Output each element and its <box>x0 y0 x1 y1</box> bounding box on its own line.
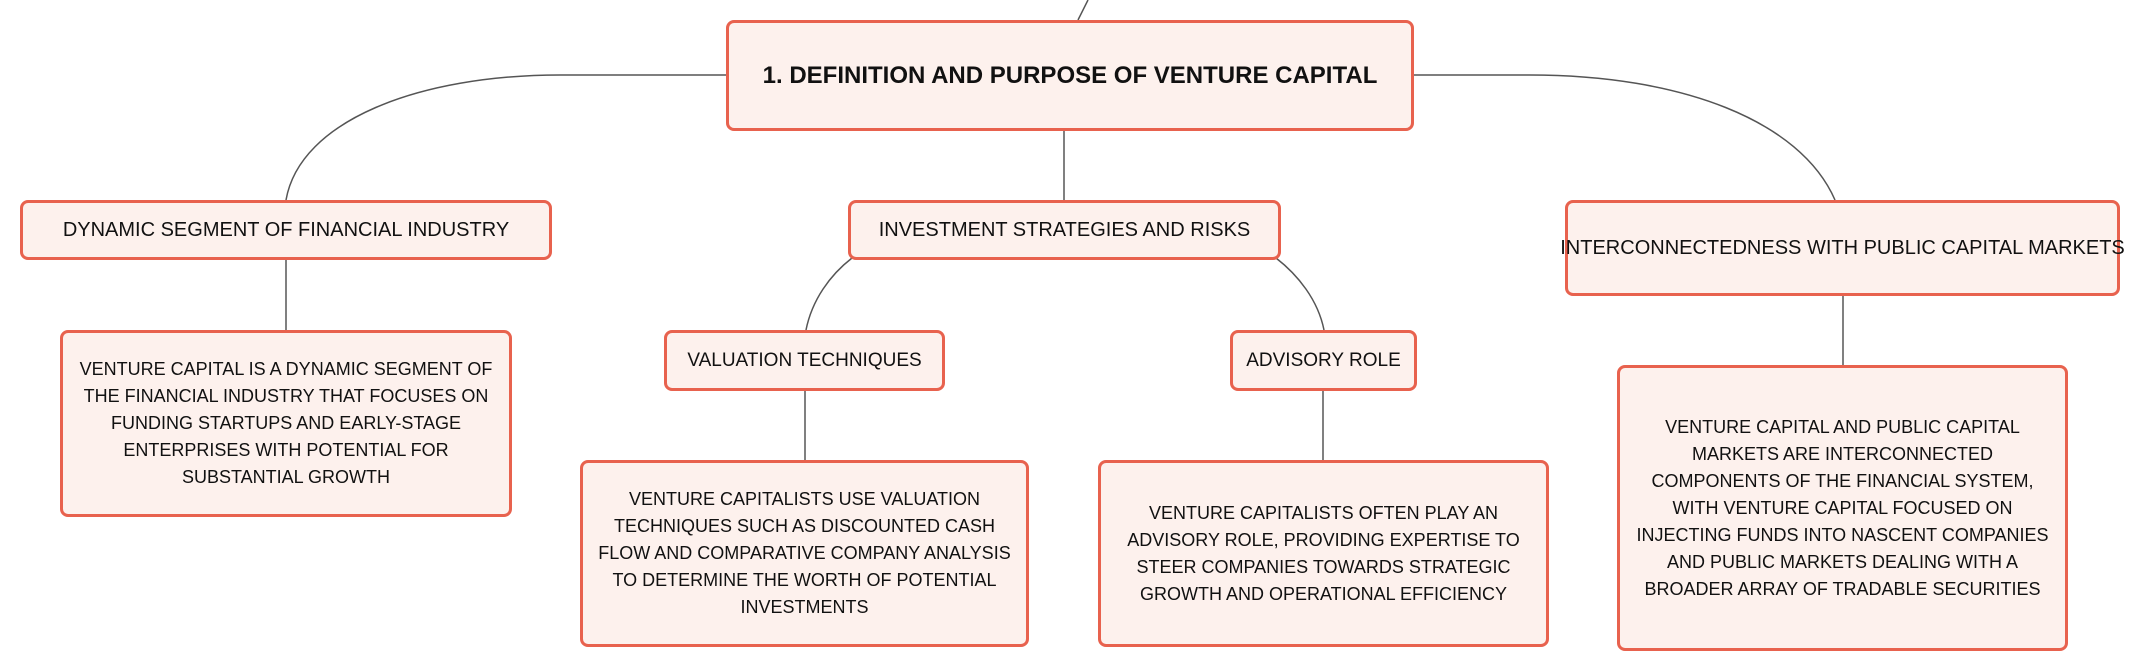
connector-parent-to-root <box>1077 0 1089 21</box>
connector-root-to-dynamic-segment <box>285 74 726 201</box>
node-advisory-role-label: ADVISORY ROLE <box>1246 349 1401 371</box>
node-advisory-role[interactable]: ADVISORY ROLE <box>1230 330 1417 391</box>
node-interconnectedness-label: INTERCONNECTEDNESS WITH PUBLIC CAPITAL M… <box>1560 236 2125 259</box>
node-investment-strategies[interactable]: INVESTMENT STRATEGIES AND RISKS <box>848 200 1281 260</box>
detail-advisory-role-text: VENTURE CAPITALISTS OFTEN PLAY AN ADVISO… <box>1127 502 1520 604</box>
detail-valuation-techniques-text: VENTURE CAPITALISTS USE VALUATION TECHNI… <box>598 489 1011 617</box>
root-node-label: 1. DEFINITION AND PURPOSE OF VENTURE CAP… <box>762 61 1378 89</box>
detail-valuation-techniques[interactable]: VENTURE CAPITALISTS USE VALUATION TECHNI… <box>580 460 1029 647</box>
connector-root-to-interconnectedness <box>1414 74 1836 201</box>
node-dynamic-segment[interactable]: DYNAMIC SEGMENT OF FINANCIAL INDUSTRY <box>20 200 552 260</box>
node-investment-strategies-label: INVESTMENT STRATEGIES AND RISKS <box>878 218 1251 241</box>
node-valuation-techniques[interactable]: VALUATION TECHNIQUES <box>664 330 945 391</box>
root-node-definition-purpose[interactable]: 1. DEFINITION AND PURPOSE OF VENTURE CAP… <box>726 20 1414 131</box>
detail-interconnectedness-text: VENTURE CAPITAL AND PUBLIC CAPITAL MARKE… <box>1636 416 2049 599</box>
detail-dynamic-segment-text: VENTURE CAPITAL IS A DYNAMIC SEGMENT OF … <box>79 359 493 487</box>
detail-dynamic-segment[interactable]: VENTURE CAPITAL IS A DYNAMIC SEGMENT OF … <box>60 330 512 517</box>
detail-interconnectedness[interactable]: VENTURE CAPITAL AND PUBLIC CAPITAL MARKE… <box>1617 365 2068 651</box>
node-valuation-techniques-label: VALUATION TECHNIQUES <box>687 349 922 371</box>
connector-investment-to-advisory <box>1275 257 1325 331</box>
node-interconnectedness[interactable]: INTERCONNECTEDNESS WITH PUBLIC CAPITAL M… <box>1560 200 2125 296</box>
detail-advisory-role[interactable]: VENTURE CAPITALISTS OFTEN PLAY AN ADVISO… <box>1098 460 1549 647</box>
node-dynamic-segment-label: DYNAMIC SEGMENT OF FINANCIAL INDUSTRY <box>62 218 510 241</box>
connector-investment-to-valuation <box>805 257 853 331</box>
